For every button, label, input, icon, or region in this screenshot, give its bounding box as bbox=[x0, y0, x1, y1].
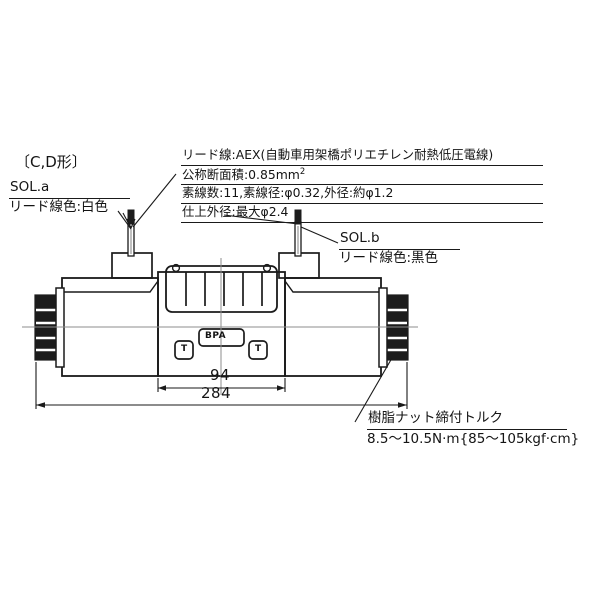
dimension-value-94: 94 bbox=[210, 366, 231, 384]
leader-line-torque bbox=[354, 357, 393, 423]
lead-wire-spec-line2: 公称断面積:0.85mm2 bbox=[182, 166, 306, 183]
torque-label-line1: 樹脂ナット締付トルク bbox=[368, 410, 503, 426]
leader-line-spec-left bbox=[132, 173, 177, 228]
center-lines bbox=[22, 258, 418, 395]
dimension-284 bbox=[35, 362, 408, 409]
sol-b-label: SOL.b bbox=[340, 230, 380, 246]
lead-wire-spec-line4: 仕上外径:最大φ2.4 bbox=[182, 204, 289, 219]
spec-line2-text: 公称断面積:0.85mm bbox=[182, 167, 300, 183]
sol-b-underline bbox=[339, 249, 460, 250]
spec-underline-4 bbox=[181, 222, 543, 223]
torque-underline bbox=[367, 429, 567, 430]
port-label-tank-left: T bbox=[181, 344, 188, 354]
leader-line-sol-b bbox=[300, 226, 339, 244]
form-type-heading: 〔C,D形〕 bbox=[15, 153, 87, 171]
sol-b-lead-color: リード線色:黒色 bbox=[339, 250, 439, 266]
lead-wire-spec-line1: リード線:AEX(自動車用架橋ポリエチレン耐熱低圧電線) bbox=[182, 147, 494, 162]
spec-line2-superscript: 2 bbox=[299, 166, 306, 176]
spec-underline-2 bbox=[181, 184, 543, 185]
dimension-94 bbox=[157, 378, 286, 392]
port-label-tank-right: T bbox=[255, 344, 262, 354]
spec-underline-3 bbox=[181, 203, 543, 204]
sol-a-underline bbox=[9, 198, 130, 199]
left-solenoid-housing bbox=[111, 252, 153, 279]
leader-line-sol-a-tail bbox=[117, 210, 132, 230]
mounting-screw-circles bbox=[171, 263, 272, 273]
dimension-value-284: 284 bbox=[201, 384, 232, 402]
port-label-bpa: BPA bbox=[205, 331, 227, 341]
spec-underline-1 bbox=[181, 165, 543, 166]
sol-a-label: SOL.a bbox=[10, 179, 50, 195]
torque-label-line2: 8.5〜10.5N·m{85〜105kgf·cm} bbox=[367, 431, 580, 447]
lead-wire-spec-line3: 素線数:11,素線径:φ0.32,外径:約φ1.2 bbox=[182, 185, 394, 200]
body-shoulder-lines bbox=[62, 280, 381, 293]
sol-a-lead-color: リード線色:白色 bbox=[9, 199, 109, 215]
leader-line-sol-a bbox=[122, 212, 136, 229]
right-lead-wire bbox=[294, 209, 302, 257]
left-lead-wire bbox=[127, 209, 135, 257]
